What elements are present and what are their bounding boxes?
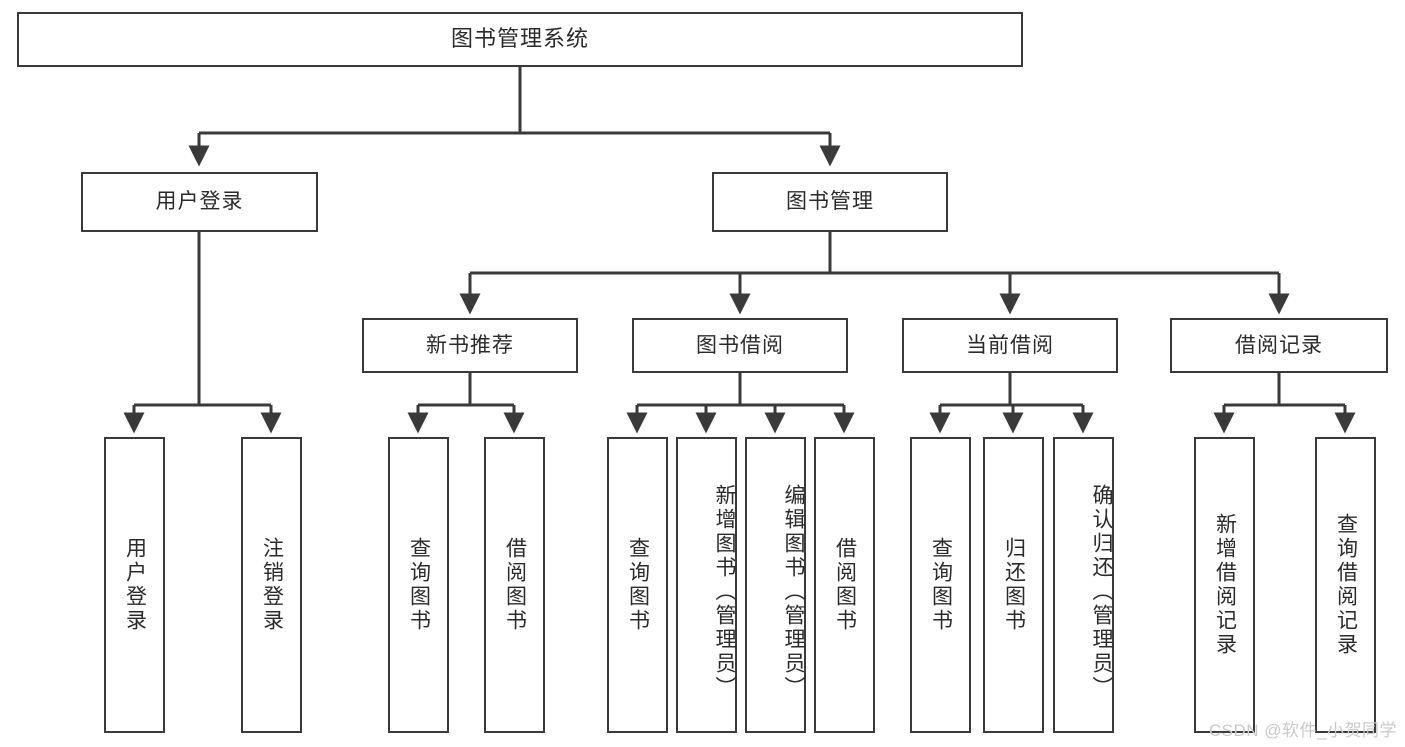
node-leaf-query-book[interactable]: 查询图书 (607, 437, 668, 733)
node-leaf-query-book-recommend[interactable]: 查询图书 (388, 437, 449, 733)
node-leaf-logout[interactable]: 注销登录 (241, 437, 302, 733)
node-borrow-records[interactable]: 借阅记录 (1170, 318, 1388, 373)
node-leaf-add-borrow-record[interactable]: 新增借阅记录 (1194, 437, 1255, 733)
node-book-management[interactable]: 图书管理 (712, 172, 948, 232)
node-leaf-borrow-book-recommend[interactable]: 借阅图书 (484, 437, 545, 733)
node-user-login[interactable]: 用户登录 (81, 172, 318, 232)
node-leaf-add-book-admin[interactable]: 新增图书（管理员） (676, 437, 737, 733)
csdn-watermark: CSDN @软件_小贺同学 (1208, 721, 1397, 740)
node-leaf-borrow-book[interactable]: 借阅图书 (814, 437, 875, 733)
node-leaf-query-borrow-record[interactable]: 查询借阅记录 (1315, 437, 1376, 733)
node-leaf-return-book[interactable]: 归还图书 (983, 437, 1044, 733)
node-leaf-edit-book-admin[interactable]: 编辑图书（管理员） (745, 437, 806, 733)
node-current-borrow[interactable]: 当前借阅 (902, 318, 1118, 373)
node-root-system[interactable]: 图书管理系统 (17, 12, 1023, 67)
node-leaf-user-login[interactable]: 用户登录 (104, 437, 165, 733)
node-leaf-confirm-return-admin[interactable]: 确认归还（管理员） (1053, 437, 1114, 733)
node-book-borrow[interactable]: 图书借阅 (632, 318, 848, 373)
node-leaf-query-book-current[interactable]: 查询图书 (910, 437, 971, 733)
node-new-book-recommend[interactable]: 新书推荐 (362, 318, 578, 373)
